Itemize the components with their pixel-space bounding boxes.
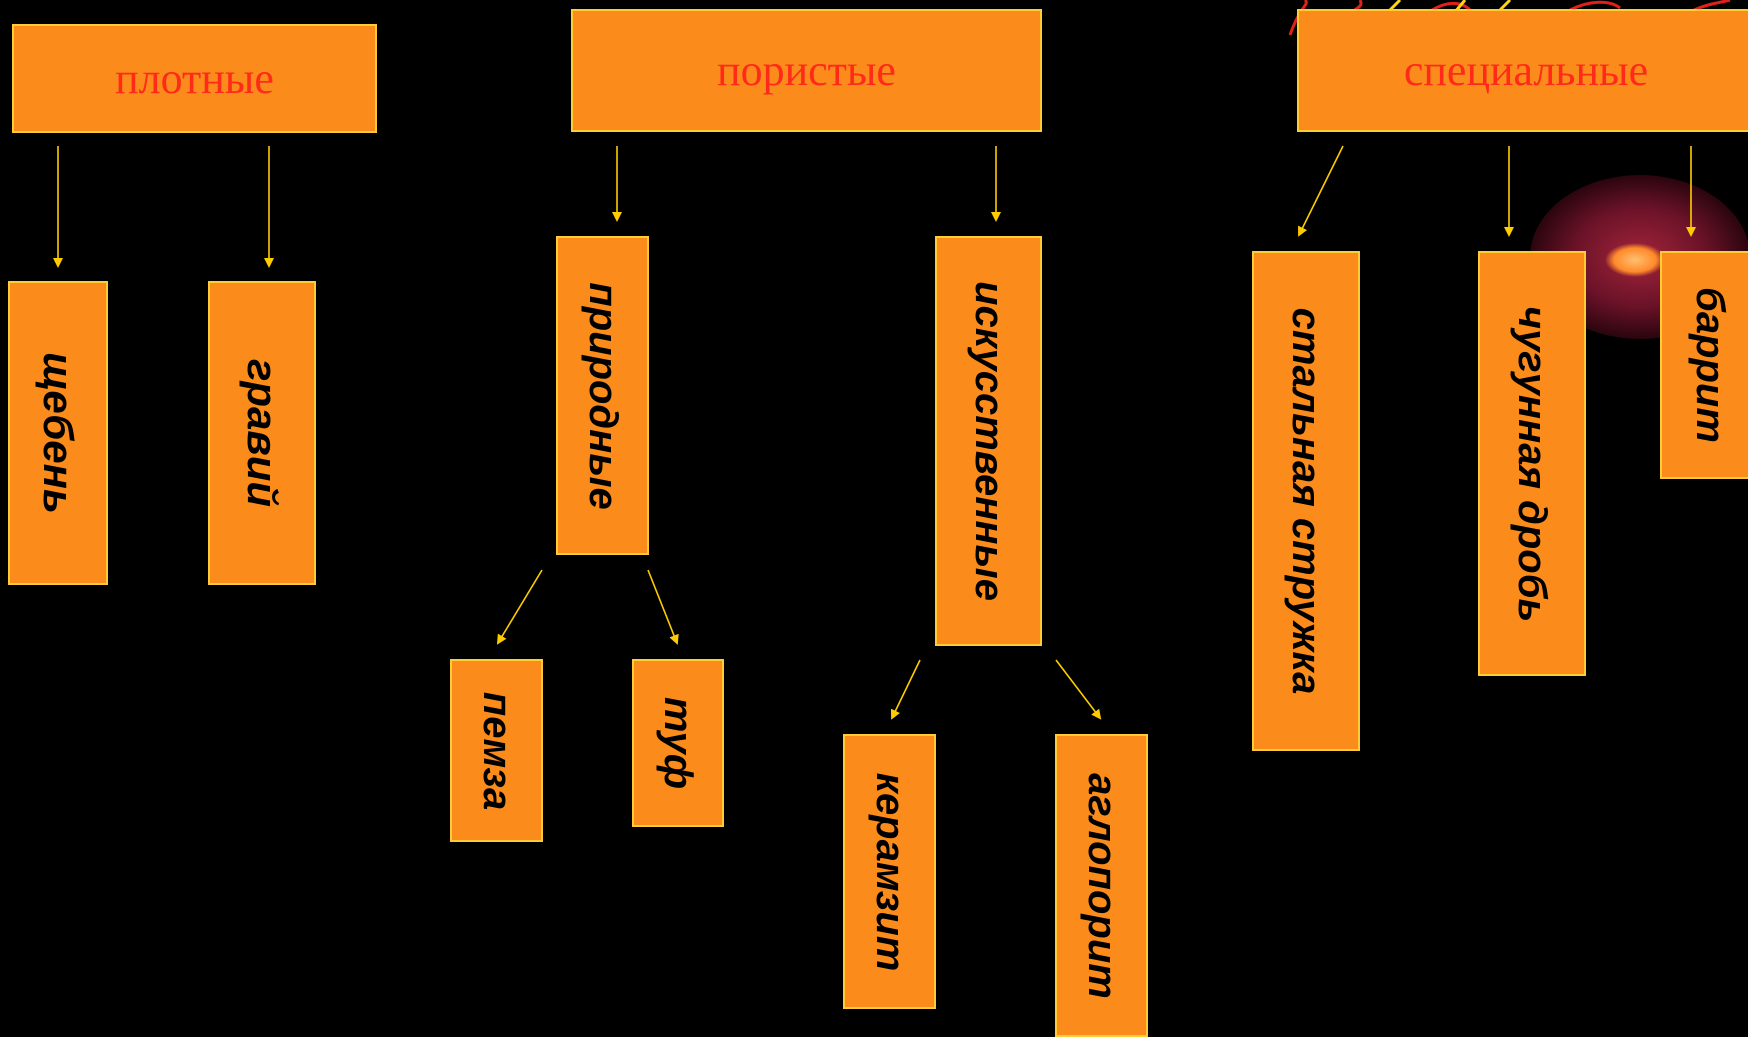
leaf-chugunnaya-drob-label: чугунная дробь [1510, 305, 1554, 622]
leaf-graviy-label: гравий [239, 358, 286, 508]
leaf-tuf: туф [632, 659, 724, 827]
leaf-barrit: баррит [1660, 251, 1748, 479]
category-spetsialnye-label: специальные [1403, 45, 1649, 95]
node-prirodnye: природные [556, 236, 649, 555]
category-poristye: пористые [571, 9, 1042, 132]
node-prirodnye-label: природные [580, 281, 625, 510]
category-poristye-label: пористые [717, 45, 896, 95]
leaf-scheben-label: щебень [35, 352, 82, 514]
arrow-iskusstvennye-to-agloporit [1055, 659, 1102, 720]
arrow-prirodnye-to-pemza [496, 569, 543, 645]
leaf-scheben: щебень [8, 281, 108, 585]
leaf-agloporit: аглопорит [1055, 734, 1148, 1037]
leaf-stalnaya-struzhka-label: стальная стружка [1284, 307, 1328, 695]
category-spetsialnye: специальные [1297, 9, 1748, 132]
node-iskusstvennye-label: искусственные [966, 281, 1011, 601]
leaf-pemza-label: пемза [474, 691, 519, 810]
leaf-graviy: гравий [208, 281, 316, 585]
category-plotnye-label: плотные [115, 53, 274, 103]
arrow-spetsialnye-to-stalnaya [1298, 145, 1344, 237]
arrow-prirodnye-to-tuf [647, 569, 679, 645]
category-plotnye: плотные [12, 24, 377, 133]
leaf-tuf-label: туф [656, 696, 700, 790]
leaf-keramzit-label: керамзит [867, 772, 912, 971]
leaf-chugunnaya-drob: чугунная дробь [1478, 251, 1586, 676]
node-iskusstvennye: искусственные [935, 236, 1042, 646]
leaf-stalnaya-struzhka: стальная стружка [1252, 251, 1360, 751]
leaf-agloporit-label: аглопорит [1079, 772, 1124, 999]
leaf-keramzit: керамзит [843, 734, 936, 1009]
arrow-iskusstvennye-to-keramzit [890, 659, 921, 720]
leaf-pemza: пемза [450, 659, 543, 842]
leaf-barrit-label: баррит [1688, 287, 1732, 443]
